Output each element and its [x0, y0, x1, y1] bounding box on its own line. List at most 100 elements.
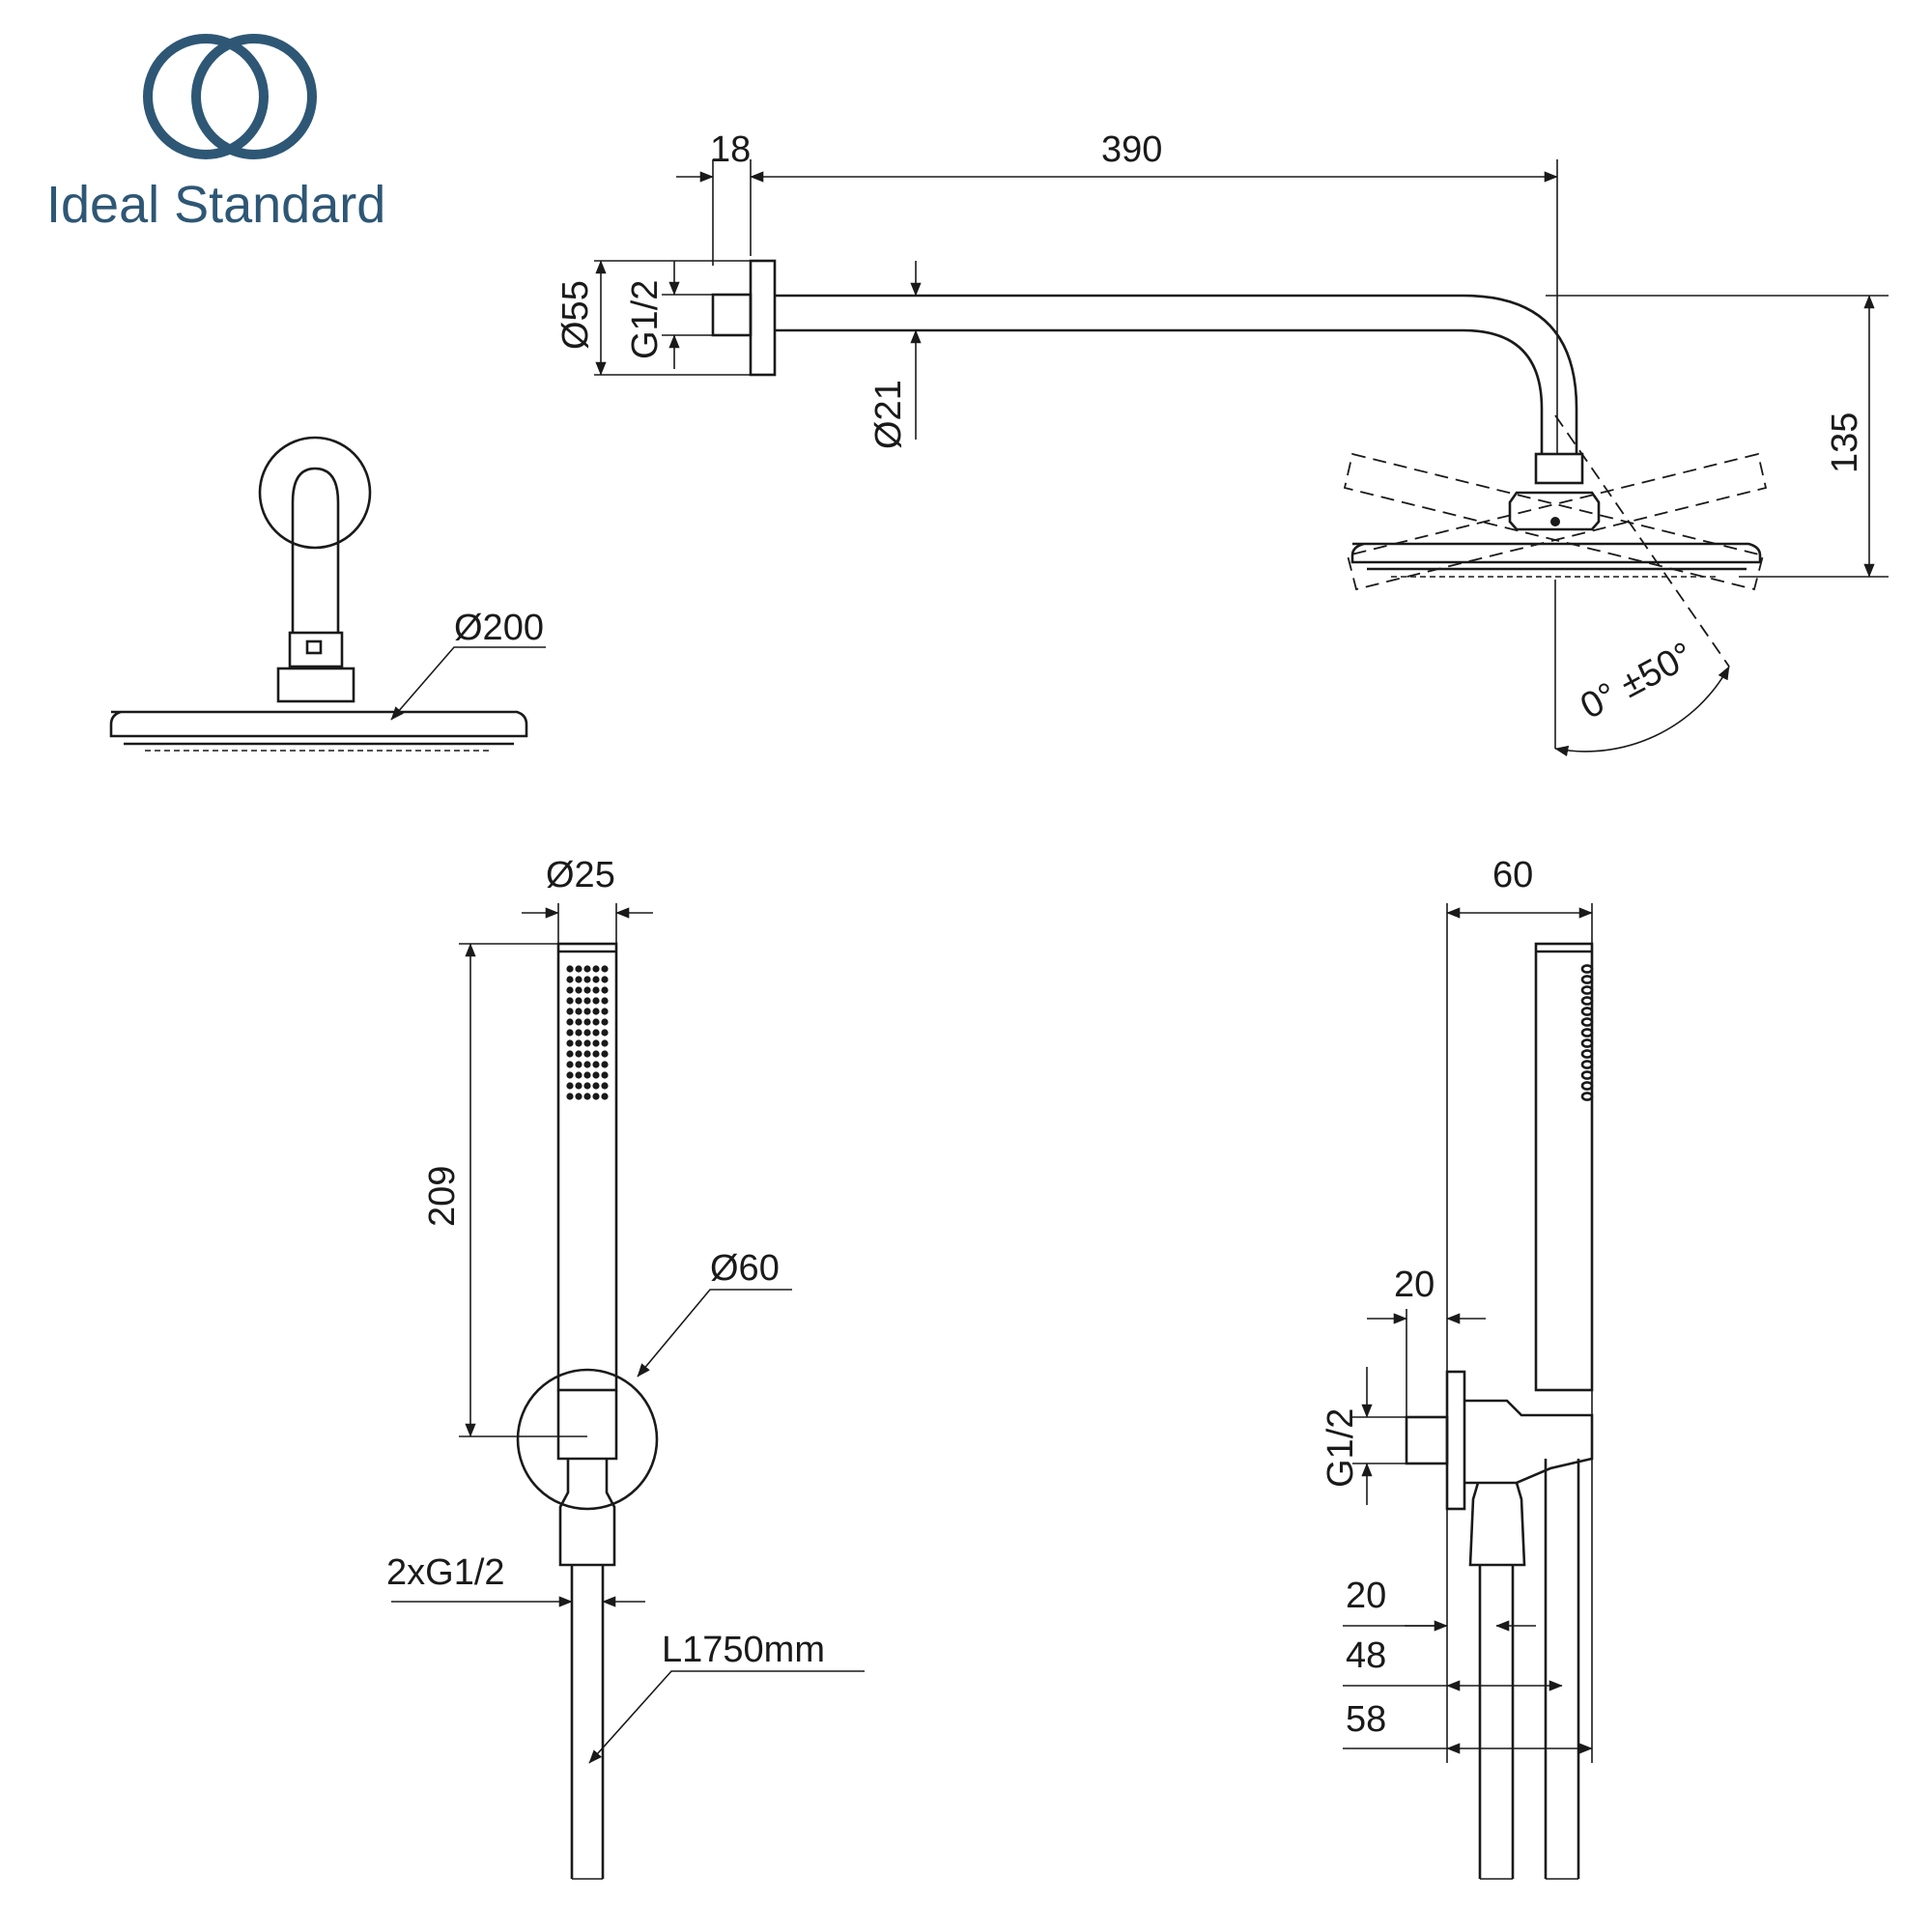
- side-nozzle: [1580, 975, 1594, 984]
- nozzle-dot: [601, 976, 609, 983]
- outlet-projection-label: 20: [1394, 1264, 1435, 1305]
- arm-tube-top: [775, 294, 1578, 454]
- nozzle-dot: [566, 986, 574, 994]
- nozzle-dot: [566, 1008, 574, 1015]
- nozzle-dot: [583, 986, 591, 994]
- handshower-length-label: 209: [422, 1166, 463, 1227]
- overhead-front-view: Ø200: [109, 436, 546, 752]
- wall-rosette: [258, 436, 372, 550]
- nozzle-dot: [601, 997, 609, 1005]
- nozzle-dot: [592, 1018, 600, 1026]
- nozzle-dot: [575, 976, 582, 983]
- nozzle-dot: [592, 1082, 600, 1090]
- nozzle-dot: [575, 1071, 582, 1079]
- outlet-thread-stub: [1405, 1415, 1449, 1465]
- handshower-front-view: Ø25 209 Ø60 2xG1/2 L1750mm: [386, 855, 865, 1880]
- spray-nozzles: [566, 965, 609, 1100]
- side-nozzle: [1580, 1028, 1594, 1037]
- nozzle-dot: [583, 976, 591, 983]
- nozzle-dot: [566, 976, 574, 983]
- brand-name: Ideal Standard: [46, 176, 385, 234]
- nozzle-dot: [583, 997, 591, 1005]
- nozzle-dot: [575, 1039, 582, 1047]
- head-diameter-label: Ø200: [454, 608, 544, 648]
- nozzle-dot: [566, 1018, 574, 1026]
- nozzle-dot: [566, 1029, 574, 1037]
- side-spray-nozzles: [1580, 964, 1594, 1101]
- nozzle-dot: [583, 1071, 591, 1079]
- overhead-head-front: [109, 710, 528, 738]
- nozzle-dot: [601, 965, 609, 973]
- head-drop-label: 135: [1825, 412, 1865, 473]
- nozzle-dot: [592, 1050, 600, 1058]
- side-nozzle: [1580, 1049, 1594, 1059]
- nozzle-dot: [583, 1039, 591, 1047]
- wall-plate-side: [1445, 1370, 1466, 1511]
- nozzle-dot: [575, 1050, 582, 1058]
- nozzle-dot: [592, 1061, 600, 1068]
- nozzle-dot: [575, 1093, 582, 1100]
- nozzle-dot: [592, 1008, 600, 1015]
- shower-arm-side-view: 0° ±50° 18 390 Ø55 G1/2 Ø21 135: [555, 129, 1889, 756]
- nozzle-dot: [592, 1071, 600, 1079]
- hose-offset-1-label: 20: [1346, 1576, 1386, 1616]
- swivel-nut: [1534, 452, 1584, 485]
- nozzle-dot: [601, 986, 609, 994]
- side-nozzle: [1580, 1060, 1594, 1069]
- ball-joint: [1508, 491, 1601, 531]
- side-nozzle: [1580, 1070, 1594, 1080]
- nozzle-dot: [601, 1082, 609, 1090]
- nozzle-dot: [566, 1082, 574, 1090]
- nozzle-dot: [566, 997, 574, 1005]
- tilt-envelope: [1343, 414, 1768, 668]
- nozzle-dot: [566, 1039, 574, 1047]
- hose-length-label: L1750mm: [662, 1630, 825, 1670]
- flange-diameter-label: Ø55: [555, 280, 596, 350]
- hose-offset-3-label: 58: [1346, 1699, 1386, 1740]
- nozzle-dot: [592, 1039, 600, 1047]
- holder-bracket: [1464, 1399, 1594, 1485]
- wall-outlet-rosette: [516, 1368, 659, 1511]
- nozzle-dot: [601, 1071, 609, 1079]
- nozzle-dot: [583, 1050, 591, 1058]
- outlet-threads-label: 2xG1/2: [386, 1552, 505, 1593]
- nozzle-dot: [592, 1029, 600, 1037]
- arm-length-label: 390: [1101, 129, 1162, 170]
- nozzle-dot: [575, 1008, 582, 1015]
- nozzle-dot: [583, 1018, 591, 1026]
- hose-nut: [558, 1459, 616, 1567]
- nozzle-dot: [566, 965, 574, 973]
- nozzle-dot: [601, 1061, 609, 1068]
- nozzle-dot: [601, 1018, 609, 1026]
- handshower-body-side: [1534, 942, 1594, 1392]
- nozzle-dot: [575, 1018, 582, 1026]
- nozzle-dot: [575, 1061, 582, 1068]
- side-nozzle: [1580, 1081, 1594, 1091]
- side-nozzle: [1580, 996, 1594, 1006]
- tilt-angle-label: 0° ±50°: [1575, 635, 1700, 727]
- nozzle-dot: [583, 1093, 591, 1100]
- side-nozzle: [1580, 985, 1594, 995]
- nozzle-dot: [592, 976, 600, 983]
- arm-tube-diameter-label: Ø21: [868, 380, 909, 449]
- hose-offset-2-label: 48: [1346, 1635, 1386, 1676]
- nozzle-dot: [566, 1061, 574, 1068]
- nozzle-dot: [575, 997, 582, 1005]
- nozzle-dot: [601, 1008, 609, 1015]
- nozzle-dot: [583, 1061, 591, 1068]
- nozzle-dot: [592, 986, 600, 994]
- wall-flange: [749, 259, 777, 377]
- nozzle-dot: [566, 1050, 574, 1058]
- brand-logo: Ideal Standard: [46, 34, 385, 234]
- hose-nut-side: [1468, 1482, 1526, 1567]
- nozzle-dot: [601, 1039, 609, 1047]
- side-depth-label: 60: [1492, 855, 1533, 895]
- wall-outlet-diameter-label: Ø60: [710, 1248, 780, 1289]
- side-nozzle: [1580, 964, 1594, 974]
- nozzle-dot: [583, 1029, 591, 1037]
- nozzle-dot: [566, 1093, 574, 1100]
- nozzle-dot: [583, 965, 591, 973]
- side-nozzle: [1580, 1038, 1594, 1048]
- nozzle-dot: [592, 1093, 600, 1100]
- arm-front: [291, 467, 340, 633]
